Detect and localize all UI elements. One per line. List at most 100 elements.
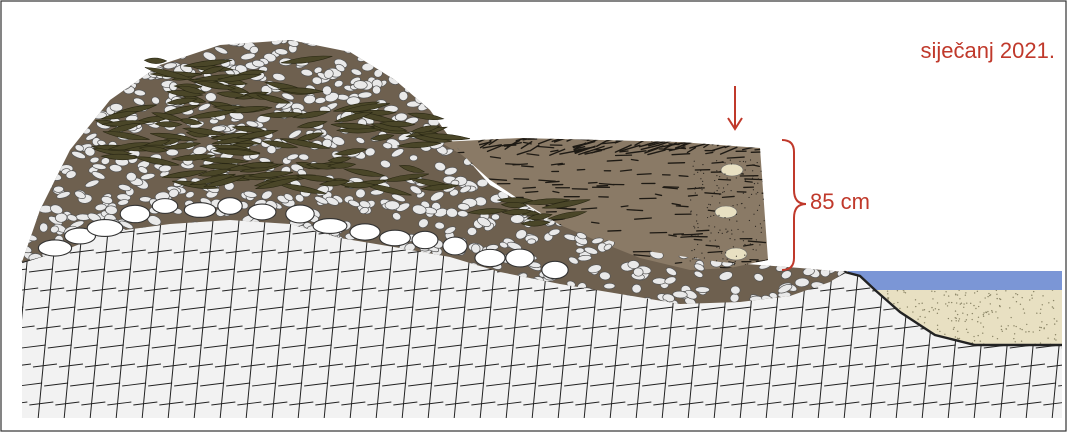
pebble [643, 56, 656, 63]
pebble [842, 243, 857, 252]
pebble [692, 63, 703, 70]
pebble [603, 100, 619, 113]
stipple [710, 204, 711, 205]
pebble [110, 103, 123, 111]
pebble [16, 210, 31, 219]
stipple [759, 244, 760, 245]
pebble [821, 252, 832, 262]
sand-grain [966, 302, 967, 303]
pebble [633, 268, 643, 277]
pebble [738, 81, 752, 91]
sand-grain [955, 320, 956, 321]
pebble [415, 34, 425, 43]
pebble [599, 45, 612, 55]
sand-grain [948, 302, 949, 303]
bedrock-joint [0, 383, 16, 386]
pebble [303, 37, 317, 44]
sand-grain [963, 307, 964, 308]
pebble [66, 47, 79, 59]
fibre [558, 132, 569, 137]
pebble [45, 97, 58, 108]
pebble [592, 57, 607, 67]
fibre [607, 136, 627, 141]
pebble [710, 93, 723, 103]
pebble [831, 102, 841, 112]
pebble [802, 56, 814, 65]
pebble [588, 120, 599, 129]
sand-grain [1054, 338, 1055, 339]
pebble [569, 127, 582, 138]
pebble [611, 77, 628, 89]
stipple [697, 244, 698, 245]
pebble [609, 63, 620, 73]
pebble [779, 181, 789, 190]
sand-grain [1032, 297, 1033, 298]
fibre [664, 129, 673, 137]
stipple [701, 189, 702, 190]
pebble [39, 93, 54, 99]
sand-grain [988, 313, 989, 314]
sand-grain [951, 302, 952, 303]
pebble [500, 83, 516, 95]
stipple [745, 169, 746, 170]
pebble [380, 42, 393, 48]
pebble [780, 171, 790, 181]
pebble [453, 86, 465, 95]
bedrock-joint [954, 250, 978, 253]
pebble [789, 168, 804, 181]
stipple [751, 194, 752, 195]
sand-grain [1020, 328, 1021, 329]
pebble [576, 53, 591, 62]
pebble [614, 103, 631, 116]
stipple [756, 193, 757, 194]
stipple [727, 259, 728, 260]
sand-grain [1048, 302, 1049, 303]
sand-grain [958, 320, 959, 321]
pebble [390, 44, 405, 54]
pebble [543, 45, 559, 59]
stipple [731, 230, 732, 231]
sand-grain [897, 290, 898, 291]
stipple [715, 172, 716, 173]
pebble [771, 78, 786, 91]
fibre [615, 137, 632, 139]
sand-grain [947, 305, 948, 306]
pebble [833, 215, 849, 227]
fibre [731, 135, 742, 142]
stipple [724, 217, 725, 218]
sand-grain [985, 311, 986, 312]
pebble [724, 137, 733, 143]
sand-grain [959, 298, 960, 299]
pebble [579, 78, 594, 89]
stipple [729, 238, 730, 239]
sand-grain [966, 319, 967, 320]
pebble [477, 179, 488, 187]
stipple [695, 192, 696, 193]
pebble [767, 68, 781, 79]
pebble [691, 117, 704, 125]
stipple [702, 164, 703, 165]
pebble [593, 90, 609, 102]
pebble [749, 76, 764, 88]
pebble [449, 61, 462, 72]
pebble [707, 51, 722, 63]
stipple [764, 260, 765, 261]
pebble [767, 76, 780, 87]
pebble [27, 118, 38, 127]
pebble [745, 129, 757, 141]
stipple [724, 191, 725, 192]
stipple [739, 161, 740, 162]
sand-grain [1032, 331, 1033, 332]
sand-grain [948, 318, 949, 319]
sand-grain [956, 302, 957, 303]
pebble [452, 81, 467, 92]
sand-grain [1039, 327, 1040, 328]
pebble [746, 74, 758, 82]
pebble [396, 49, 409, 60]
pebble [813, 98, 828, 108]
pebble [499, 47, 514, 57]
pebble [815, 33, 827, 43]
sand-grain [887, 290, 888, 291]
fibre [763, 199, 770, 200]
pebble [774, 207, 789, 214]
